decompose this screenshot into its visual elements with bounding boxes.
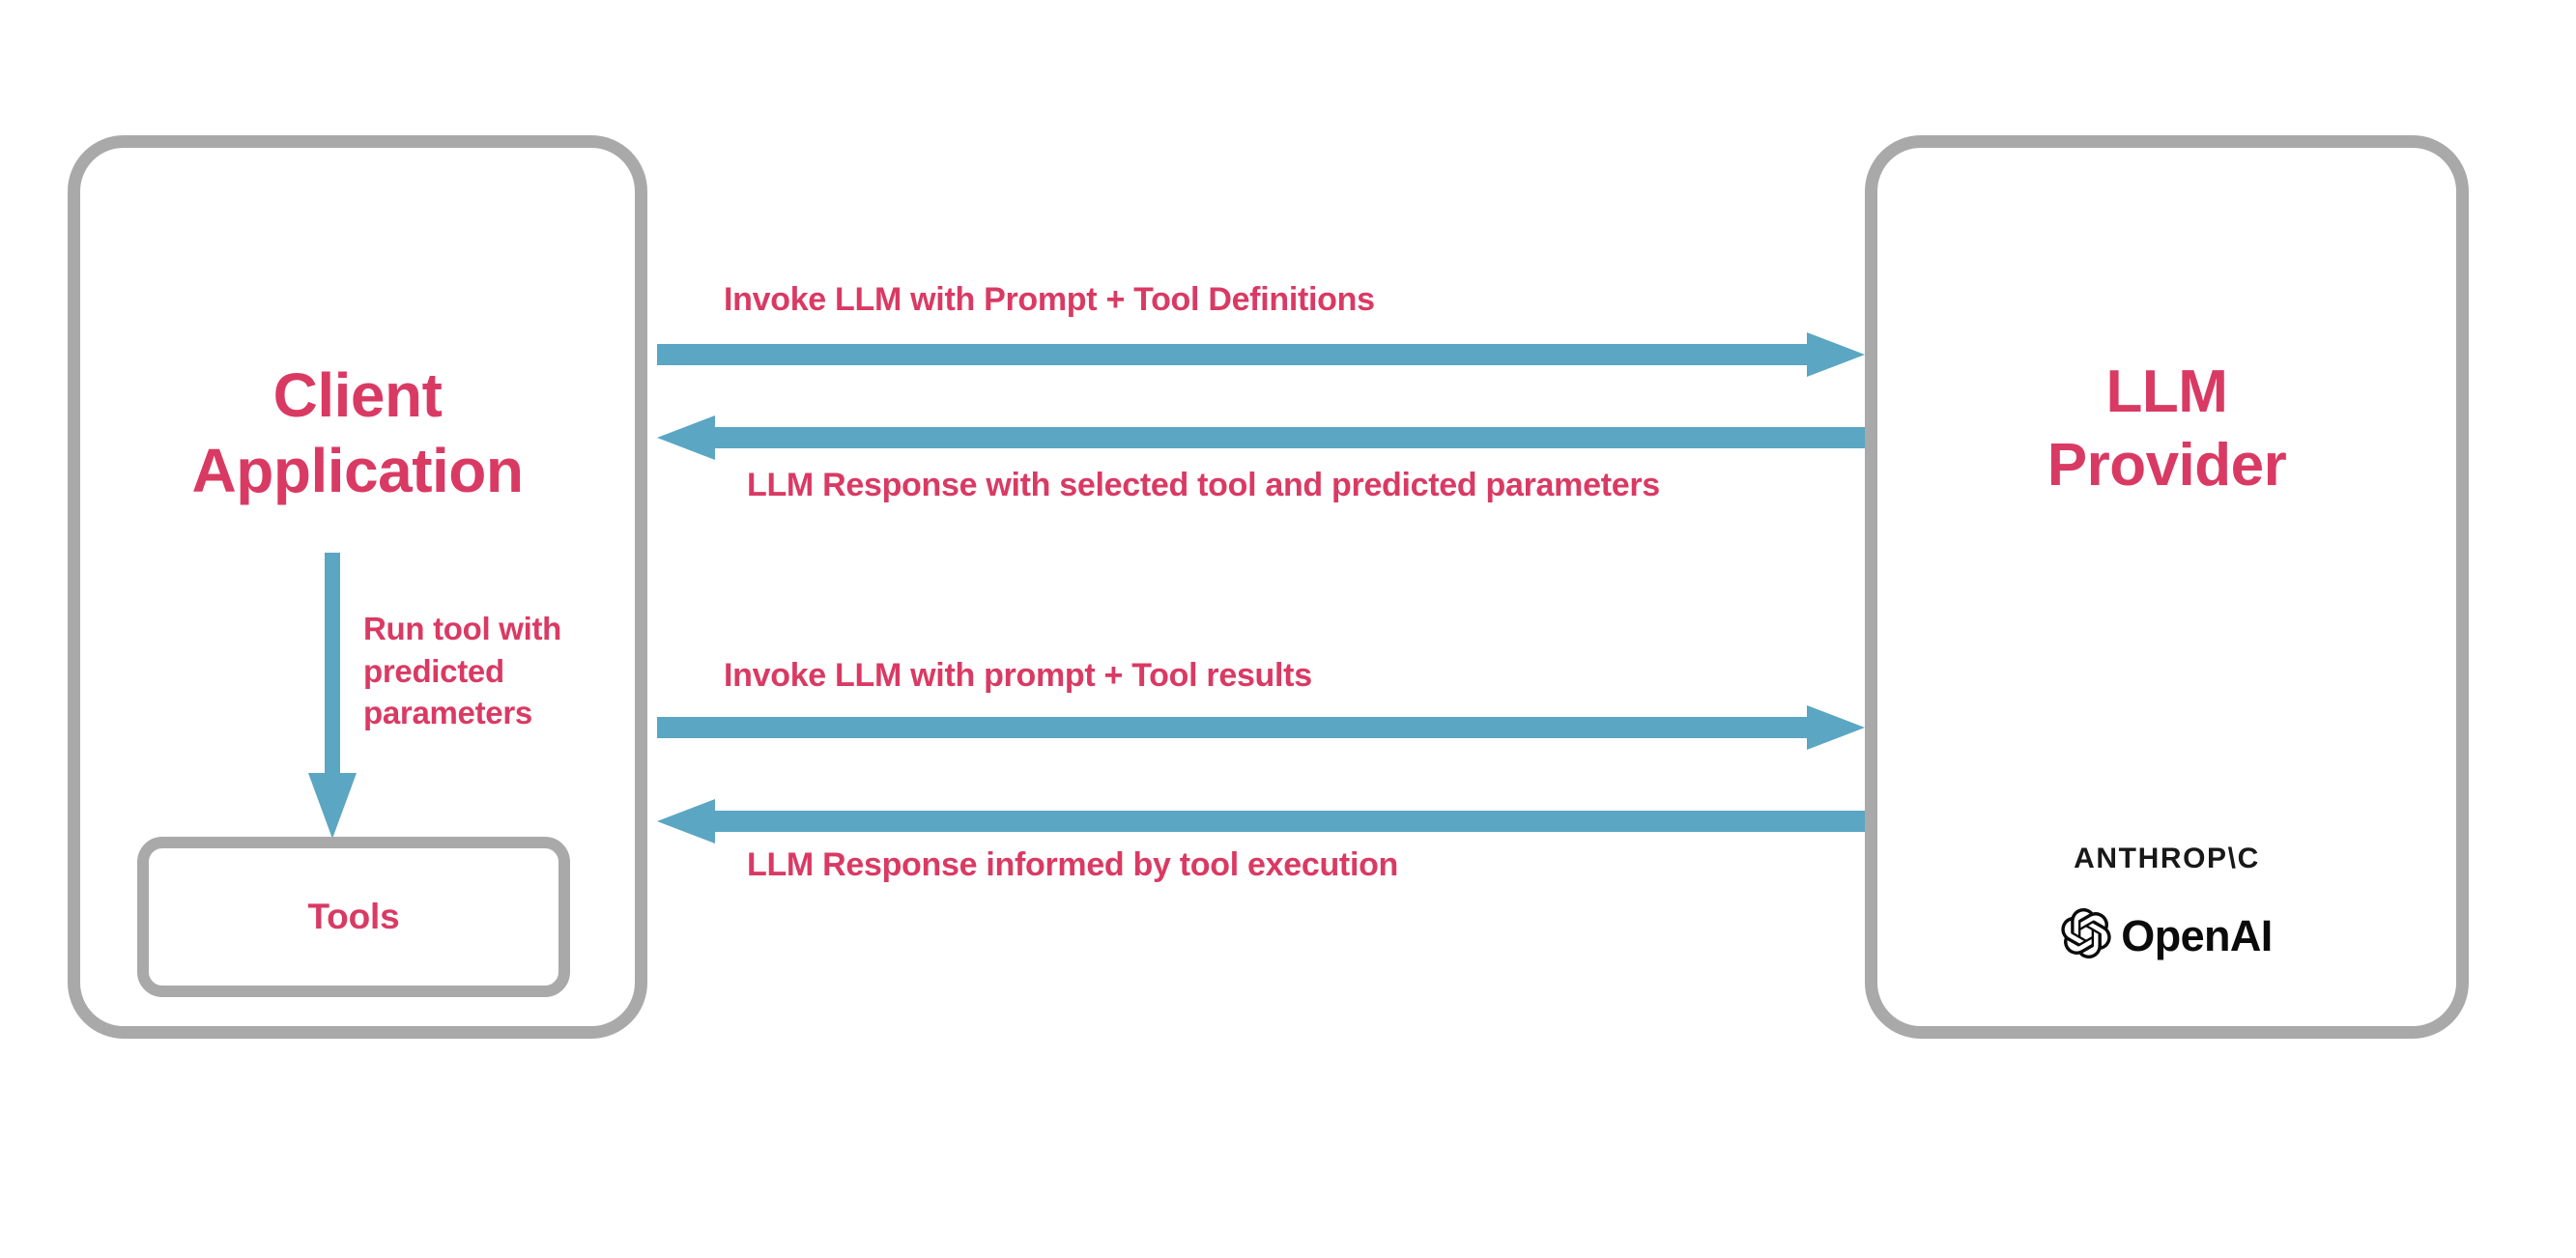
- tools-label: Tools: [307, 897, 400, 936]
- flow-arrow-response-1: [657, 415, 1865, 460]
- flow-arrow-invoke-2: [657, 705, 1865, 750]
- flow-label-response-2: LLM Response informed by tool execution: [747, 846, 1399, 883]
- flow-label-invoke-2: Invoke LLM with prompt + Tool results: [724, 657, 1312, 694]
- openai-mark-icon: [2061, 908, 2111, 963]
- run-tool-arrow-label: Run tool with predicted parameters: [363, 611, 562, 731]
- anthropic-logo: ANTHROP\C: [2074, 843, 2260, 874]
- flow-arrow-invoke-1: [657, 332, 1865, 377]
- flow-arrow-response-2: [657, 799, 1865, 843]
- openai-logo: OpenAI: [1875, 908, 2459, 963]
- llm-provider-title: LLM Provider: [2046, 358, 2287, 499]
- tools-box[interactable]: Tools: [137, 837, 570, 997]
- openai-wordmark: OpenAI: [2121, 911, 2273, 960]
- flow-label-response-1: LLM Response with selected tool and pred…: [747, 467, 1660, 503]
- run-tool-arrow: [301, 553, 364, 839]
- client-application-title: Client Application: [191, 360, 524, 506]
- flow-label-invoke-1: Invoke LLM with Prompt + Tool Definition…: [724, 281, 1375, 318]
- llm-provider-box: [1865, 135, 2469, 1039]
